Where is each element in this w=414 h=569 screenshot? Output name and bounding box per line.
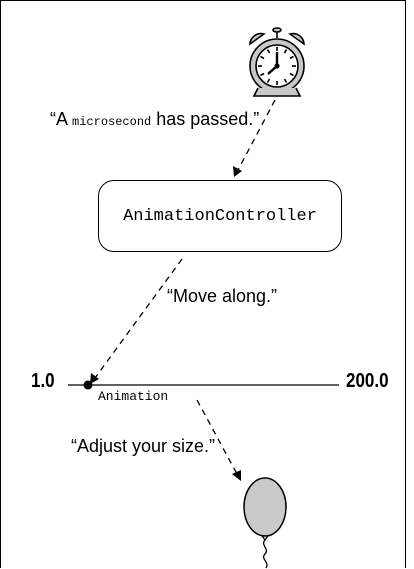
tick-arrow [233, 99, 276, 177]
tick-quote-unit: microsecond [72, 115, 152, 129]
figure-frame [0, 0, 406, 568]
adjust-quote: “Adjust your size.” [71, 436, 216, 456]
range-end-label: 200.0 [346, 370, 389, 392]
adjust-arrow [196, 399, 241, 481]
animation-controller-label: AnimationController [123, 206, 317, 226]
balloon-icon [243, 477, 287, 569]
range-start-label: 1.0 [31, 370, 55, 392]
alarm-clock-icon [249, 27, 305, 97]
animation-range-line [68, 380, 339, 390]
move-quote: “Move along.” [167, 286, 278, 306]
move-arrow [90, 258, 183, 384]
animation-current-point [83, 380, 93, 390]
animation-controller-box: AnimationController [98, 180, 342, 252]
tick-quote: “A microsecond has passed.” [50, 109, 260, 129]
animation-label: Animation [98, 389, 169, 404]
